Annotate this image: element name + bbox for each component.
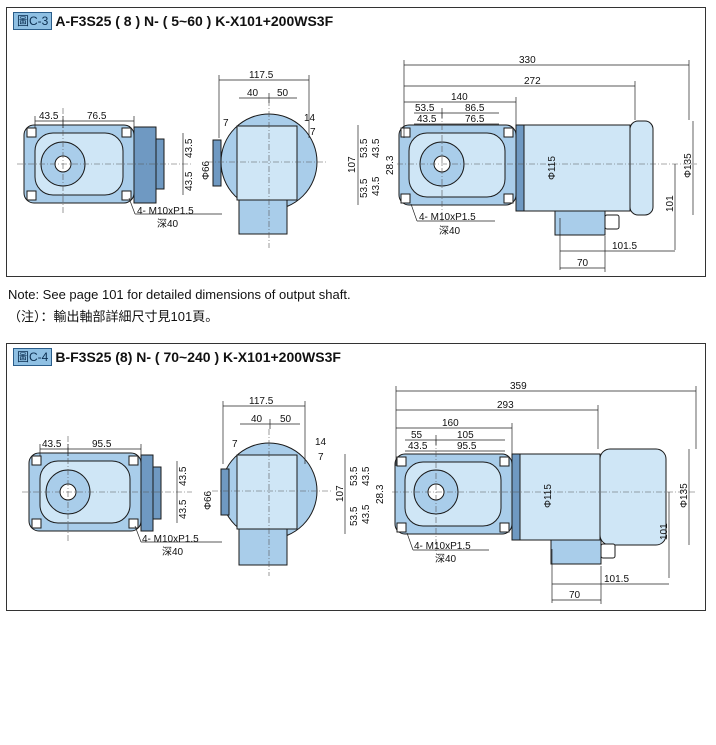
dim-text: 43.5 xyxy=(371,176,382,196)
drawing-panel-c3: 圖C-3 A-F3S25 ( 8 ) N- ( 5~60 ) K-X101+20… xyxy=(6,7,706,277)
dim-text: Φ66 xyxy=(201,160,212,180)
dim-text: 7 xyxy=(232,439,238,450)
dim-text: 76.5 xyxy=(465,114,485,125)
bolt-depth: 深40 xyxy=(439,225,461,237)
bolt-spec: 4- M10xP1.5 xyxy=(414,541,471,552)
dim-text: Φ66 xyxy=(203,490,214,510)
technical-drawing: 43.5 95.5 43.5 43.5 4- M10xP1.5 深40 117.… xyxy=(22,381,697,604)
dim-text: Φ135 xyxy=(679,483,690,508)
dim-text: Φ115 xyxy=(547,156,558,180)
dim-text: 40 xyxy=(247,88,259,99)
dim-text: 76.5 xyxy=(87,111,107,122)
bolt-spec: 4- M10xP1.5 xyxy=(142,534,199,545)
dim-text: 7 xyxy=(310,127,316,138)
model-code: B-F3S25 (8) N- ( 70~240 ) K-X101+200WS3F xyxy=(55,349,341,365)
note-english: Note: See page 101 for detailed dimensio… xyxy=(8,287,351,302)
dim-text: 43.5 xyxy=(178,499,189,519)
dim-text: 14 xyxy=(304,113,316,124)
model-code: A-F3S25 ( 8 ) N- ( 5~60 ) K-X101+200WS3F xyxy=(55,13,334,29)
side-view: 117.5 40 50 7 14 7 Φ66 xyxy=(201,70,327,248)
bolt-depth: 深40 xyxy=(435,553,457,565)
figure-tag: 圖C-4 xyxy=(13,348,53,366)
bolt-spec: 4- M10xP1.5 xyxy=(419,212,476,223)
front-view: 43.5 95.5 43.5 43.5 4- M10xP1.5 深40 xyxy=(22,436,222,558)
dim-text: 53.5 xyxy=(349,506,360,526)
dim-text: 160 xyxy=(442,418,459,429)
dim-text: 117.5 xyxy=(249,396,274,407)
dim-text: 105 xyxy=(457,430,474,441)
dim-text: 53.5 xyxy=(415,103,435,114)
bolt-depth: 深40 xyxy=(162,546,184,558)
dim-text: 107 xyxy=(335,485,346,502)
motor-view: 330 272 140 53.5 86.5 43.5 76.5 107 53.5… xyxy=(347,55,697,272)
dim-text: 53.5 xyxy=(349,466,360,486)
dim-text: 28.3 xyxy=(375,484,386,504)
side-view: 117.5 40 50 7 14 7 Φ66 xyxy=(203,396,332,576)
dim-text: 293 xyxy=(497,400,514,411)
dim-text: 43.5 xyxy=(178,466,189,486)
dim-text: 330 xyxy=(519,55,536,66)
dim-text: 101 xyxy=(659,523,670,540)
dim-text: Φ135 xyxy=(683,153,694,178)
front-view: 43.5 76.5 43.5 43.5 4- M10xP1.5 深40 xyxy=(17,108,222,230)
figure-tag: 圖C-3 xyxy=(13,12,53,30)
dim-text: 43.5 xyxy=(42,439,62,450)
dim-text: 43.5 xyxy=(417,114,437,125)
dim-text: 140 xyxy=(451,92,468,103)
technical-drawing: 43.5 76.5 43.5 43.5 4- M10xP1.5 深40 117.… xyxy=(17,55,697,272)
panel-title: 圖C-3 A-F3S25 ( 8 ) N- ( 5~60 ) K-X101+20… xyxy=(13,12,333,30)
dim-text: 86.5 xyxy=(465,103,485,114)
dim-text: 95.5 xyxy=(92,439,112,450)
dim-text: 7 xyxy=(318,452,324,463)
dim-text: 101 xyxy=(665,195,676,212)
dim-text: 53.5 xyxy=(359,138,370,158)
dim-text: 43.5 xyxy=(408,441,428,452)
dim-text: 14 xyxy=(315,437,327,448)
dim-text: 50 xyxy=(280,414,292,425)
dim-text: 43.5 xyxy=(39,111,59,122)
dim-text: 70 xyxy=(569,590,581,601)
dim-text: 272 xyxy=(524,76,541,87)
dim-text: 55 xyxy=(411,430,423,441)
panel-title: 圖C-4 B-F3S25 (8) N- ( 70~240 ) K-X101+20… xyxy=(13,348,341,366)
dim-text: 43.5 xyxy=(184,138,195,158)
dim-text: 7 xyxy=(223,118,229,129)
dim-text: 101.5 xyxy=(604,574,629,585)
dim-text: 43.5 xyxy=(184,171,195,191)
motor-view: 359 293 160 55 105 43.5 95.5 107 53.5 53… xyxy=(335,381,697,604)
note-chinese: （注）：輸出軸部詳細尺寸見101頁。 xyxy=(8,309,219,324)
dim-text: 95.5 xyxy=(457,441,477,452)
dim-text: 43.5 xyxy=(371,138,382,158)
dim-text: Φ115 xyxy=(543,484,554,508)
dim-text: 40 xyxy=(251,414,263,425)
dim-text: 43.5 xyxy=(361,466,372,486)
dim-text: 70 xyxy=(577,258,589,269)
dim-text: 28.3 xyxy=(385,155,396,175)
dim-text: 43.5 xyxy=(361,504,372,524)
bolt-spec: 4- M10xP1.5 xyxy=(137,206,194,217)
dim-text: 53.5 xyxy=(359,178,370,198)
drawing-panel-c4: 圖C-4 B-F3S25 (8) N- ( 70~240 ) K-X101+20… xyxy=(6,343,706,611)
dim-text: 101.5 xyxy=(612,241,637,252)
dim-text: 359 xyxy=(510,381,527,392)
bolt-depth: 深40 xyxy=(157,218,179,230)
dim-text: 107 xyxy=(347,156,358,173)
dim-text: 117.5 xyxy=(249,70,274,81)
dim-text: 50 xyxy=(277,88,289,99)
